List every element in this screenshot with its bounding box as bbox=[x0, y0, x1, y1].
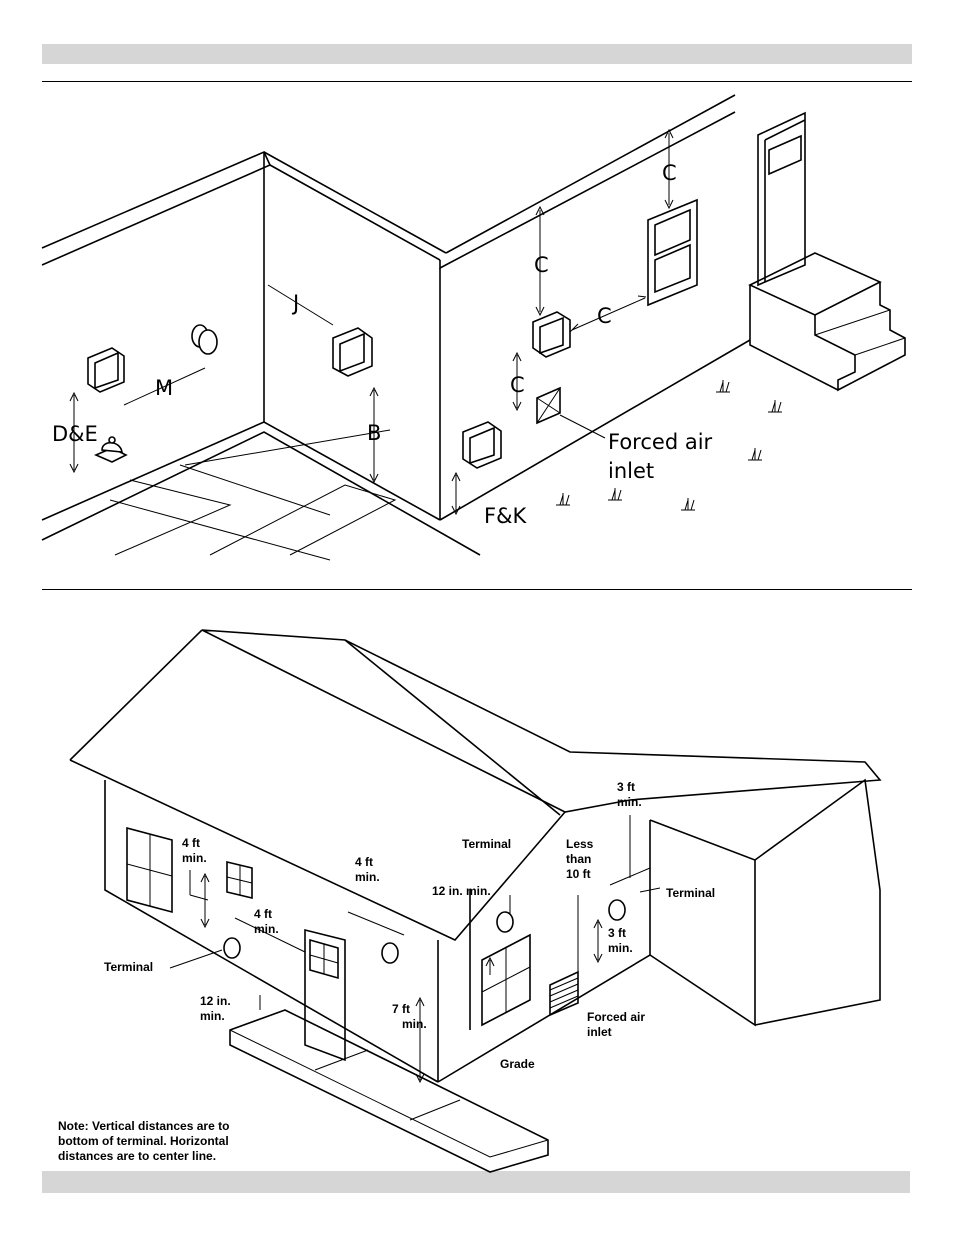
label-c-mid: C bbox=[534, 253, 549, 277]
label-f-and-k: F&K bbox=[484, 504, 527, 528]
label-terminal-left: Terminal bbox=[104, 960, 153, 974]
label-m: M bbox=[155, 376, 173, 400]
note-line3: distances are to center line. bbox=[58, 1149, 216, 1163]
label-c-right: C bbox=[597, 304, 612, 328]
label-4ft-b-line2: min. bbox=[254, 922, 279, 936]
label-3ft-lower-line2: min. bbox=[608, 941, 633, 955]
header-bar bbox=[42, 44, 912, 64]
label-4ft-b-line1: 4 ft bbox=[254, 907, 272, 921]
label-7ft-line1: 7 ft bbox=[392, 1002, 410, 1016]
note-line2: bottom of terminal. Horizontal bbox=[58, 1134, 229, 1148]
footer-bar bbox=[42, 1171, 910, 1193]
label-12in-line2: min. bbox=[200, 1009, 225, 1023]
top-rule bbox=[42, 81, 912, 82]
vent-terminal-left bbox=[87, 347, 125, 393]
label-3ft-upper-line2: min. bbox=[617, 795, 642, 809]
label-c-lower: C bbox=[510, 373, 525, 397]
label-j: J bbox=[291, 291, 299, 315]
label-4ft-c-line2: min. bbox=[355, 870, 380, 884]
note-line1: Note: Vertical distances are to bbox=[58, 1119, 229, 1133]
vent-terminal-right-lower bbox=[462, 421, 502, 469]
vent-terminal-center bbox=[332, 327, 373, 377]
label-c-upper: C bbox=[662, 161, 677, 185]
label-d-and-e: D&E bbox=[52, 422, 98, 446]
label-4ft-c-line1: 4 ft bbox=[355, 855, 373, 869]
middle-rule bbox=[42, 589, 912, 590]
label-forced-air-line1: Forced air bbox=[608, 430, 713, 454]
label-less-line1: Less bbox=[566, 837, 594, 851]
label-4ft-a-line1: 4 ft bbox=[182, 836, 200, 850]
label-forced-air-line1: Forced air bbox=[587, 1010, 645, 1024]
label-b: B bbox=[367, 421, 381, 445]
forced-air-inlet-marker bbox=[536, 386, 561, 425]
label-forced-air-line2: inlet bbox=[587, 1025, 612, 1039]
label-4ft-a-line2: min. bbox=[182, 851, 207, 865]
label-terminal-right: Terminal bbox=[666, 886, 715, 900]
label-forced-air-line2: inlet bbox=[608, 459, 654, 483]
label-12in-min: 12 in. min. bbox=[432, 884, 491, 898]
label-less-line2: than bbox=[566, 852, 591, 866]
vent-terminal-round bbox=[191, 324, 218, 355]
label-3ft-upper-line1: 3 ft bbox=[617, 780, 635, 794]
vent-terminal-right-upper bbox=[532, 311, 571, 358]
label-3ft-lower-line1: 3 ft bbox=[608, 926, 626, 940]
label-7ft-line2: min. bbox=[402, 1017, 427, 1031]
label-12in-line1: 12 in. bbox=[200, 994, 231, 1008]
vent-clearance-diagram-top: C C C C J M B D&E F&K Forced air inlet bbox=[41, 94, 906, 561]
vent-terminal-cap bbox=[94, 436, 128, 463]
label-terminal-mid: Terminal bbox=[462, 837, 511, 851]
label-less-line3: 10 ft bbox=[566, 867, 591, 881]
label-grade: Grade bbox=[500, 1057, 535, 1071]
